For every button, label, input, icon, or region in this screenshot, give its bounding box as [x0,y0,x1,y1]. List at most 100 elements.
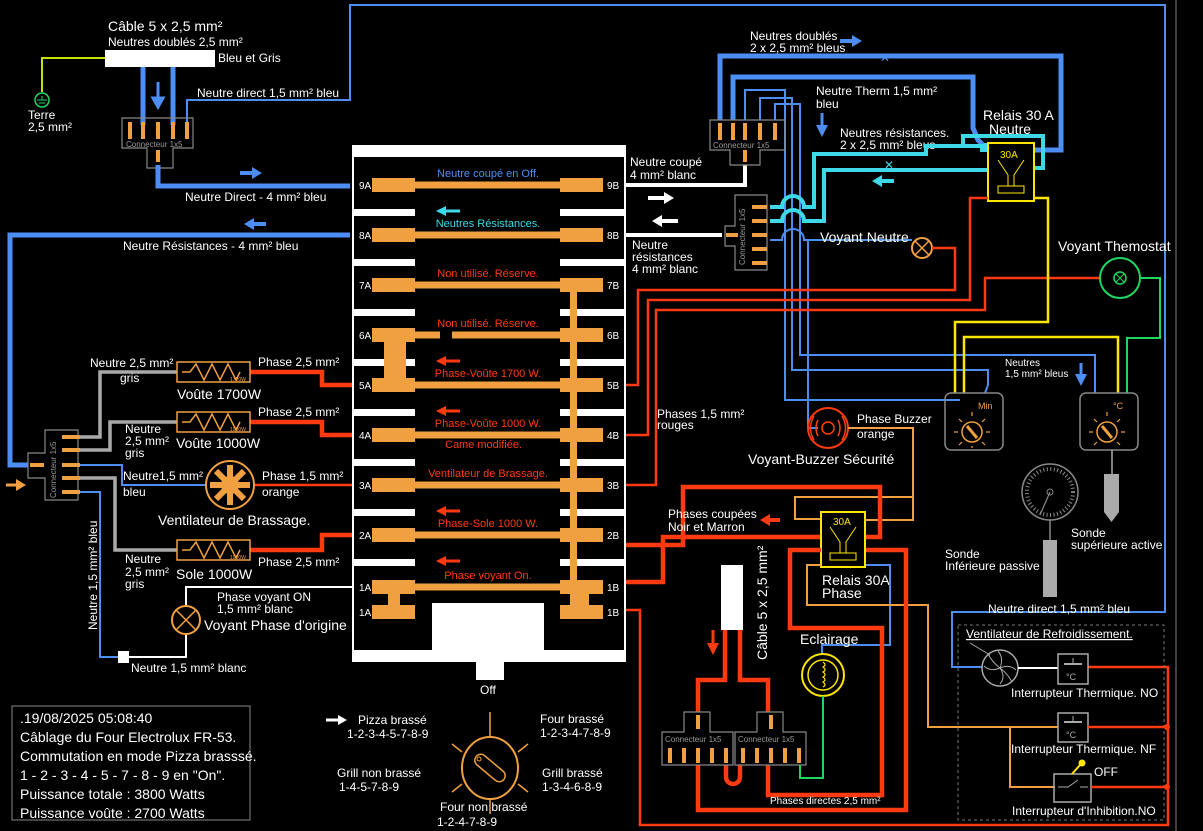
position-grill-brasse[interactable]: Grill brassé [542,766,603,780]
earth-label: Terre [28,108,56,122]
terminal-label-b: 9B [607,181,620,192]
terminal-label-b: 8B [607,231,620,242]
supply-cable-group: Terre 2,5 mm² Câble 5 x 2,5 mm² Neutres … [7,4,1166,668]
switch-separator [560,359,625,366]
position-pizza-brasse[interactable]: Pizza brassé [358,713,427,727]
wire-phase [723,765,743,787]
earth-size: 2,5 mm² [28,120,72,134]
contact-bar [415,381,560,389]
wire-phase [250,419,352,438]
thermostat-min-icon: Min [944,392,1004,451]
terminal-a [372,428,415,442]
cable-subtitle: Neutres doublés 2,5 mm² [108,35,243,49]
position-four-non-brasse[interactable]: Four non brassé [440,800,528,814]
thermostat-temp-icon: °C [1079,392,1139,451]
relay-phase-icon: 30A [820,511,866,568]
convection-fan-icon [205,460,255,510]
switch-separator [353,309,415,316]
label: 2,5 mm² [125,434,169,448]
terminal-a [372,378,415,392]
contact-label: Neutre coupé en Off. [437,168,539,180]
contact-label: Ventilateur de Brassage. [428,468,548,480]
arrow-right-head [852,35,862,47]
wire-green [1126,277,1161,393]
label-sole: Sole 1000W [176,566,253,582]
label: 2,5 mm² [125,565,169,579]
probe-upper-icon [1104,474,1119,522]
label-buzzer: Voyant-Buzzer Sécurité [748,451,895,467]
label: Noir et Marron [668,520,745,534]
wire-yellow [962,335,1120,393]
selector-knob[interactable] [451,712,529,814]
terminal-label-a: 1A [359,608,372,619]
terminal-label-b: 5B [607,381,620,392]
arrow-left-head [244,218,254,230]
position-contacts: 1-2-4-7-8-9 [437,815,497,829]
connector-right-vertical: Connecteur 1x5 [724,194,768,271]
connector-top-right: Connecteur 1x5 [709,119,786,166]
contact-label: Phase voyant On. [444,570,531,582]
contact-label: Phase-Voûte 1700 W. [435,368,541,380]
terminal-b [560,428,603,442]
arrow-down-head [1075,374,1087,386]
relay-rating: 30A [1000,150,1018,161]
terminal-label-a: 5A [359,381,372,392]
label: orange [262,485,300,499]
supply-cable-2 [721,565,743,630]
resistor-voute-1000-icon: 1000W [176,411,251,433]
terminal-label-b: 7B [607,281,620,292]
wire-phase-red [626,276,1100,487]
terminal-a [372,478,415,492]
contact-label: Phase-Sole 1000 W. [438,518,538,530]
switch-separator [353,409,415,416]
switch-shaft [476,660,504,680]
arrow-left-head [872,175,882,187]
bus-b-side [570,285,577,610]
wire-phase-direct [695,547,909,813]
contact-label: Neutres Résistances. [436,218,541,230]
neutral-direct-thin-wire [186,4,1166,668]
gauge-icon [1021,463,1079,597]
wire-neutral-gray [80,370,177,439]
label: 4 mm² blanc [632,262,698,276]
label: Sonde [945,547,980,561]
label: rouges [657,418,694,432]
terminal-b [560,328,603,342]
switch-separator [353,459,415,466]
neutral-direct-4mm-label: Neutre Direct - 4 mm² bleu [185,190,326,204]
label: Relais 30 A [983,107,1054,123]
pointer-line [969,642,991,656]
wire-orange [1009,727,1055,788]
label: Phase 1,5 mm² [262,469,343,483]
label-voyant-thermostat: Voyant Themostat [1058,238,1171,254]
label: Neutres résistances. [840,126,949,140]
arrow-left-icon [444,509,460,513]
label: Interrupteur d'Inhibition.NO [1012,804,1156,818]
position-four-brasse[interactable]: Four brassé [540,712,604,726]
switch-separator [353,559,415,566]
label: Relais 30A [822,572,890,588]
switch-separator [560,509,625,516]
switch-separator [353,209,415,216]
resistor-rating: 1700W [230,377,246,383]
selected-arrow-head [338,715,347,725]
label: résistances [632,250,693,264]
terminal-a [372,528,415,542]
wire-neutral-gray [80,476,177,552]
switch-separator [560,309,625,316]
junction [1164,784,1170,790]
label: Neutre [632,238,668,252]
connector-bottom-2: Connecteur 1x5 [734,711,807,766]
label-voute-1700: Voûte 1700W [177,386,262,402]
position-grill-non-brasse[interactable]: Grill non brassé [337,766,421,780]
label: Phases 1,5 mm² [657,407,744,421]
inhibition-state: OFF [1094,765,1118,779]
info-line: Commutation en mode Pizza brasssé. [20,748,257,764]
wire-neutre-therm [744,89,960,401]
switch-bottom-bar [352,650,626,662]
thermostat-deg-label: °C [1113,401,1124,411]
info-line: Câblage du Four Electrolux FR-53. [20,729,236,745]
arrow-down-icon [150,82,166,111]
row-note: Came modifiée. [445,439,522,451]
label: Interrupteur Thermique. NF [1011,742,1156,756]
